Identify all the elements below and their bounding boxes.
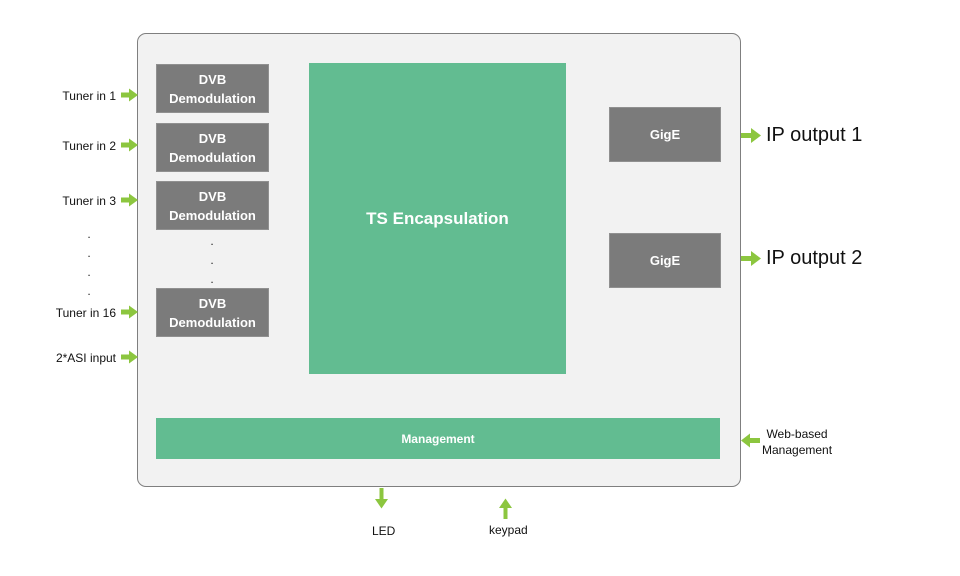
dvb-demod-block-1: DVB Demodulation xyxy=(156,64,269,113)
gige-block-2: GigE xyxy=(609,233,721,288)
ts-encapsulation-block: TS Encapsulation xyxy=(309,63,566,374)
asi-input-label: 2*ASI input xyxy=(55,351,116,365)
tuner-ellipsis: .... xyxy=(87,227,91,298)
dvb-demod-block-3: DVB Demodulation xyxy=(156,181,269,230)
management-label: Management xyxy=(401,431,475,446)
gige-label: GigE xyxy=(649,253,681,268)
ip-output-1-arrow-icon xyxy=(741,128,761,143)
gige-block-1: GigE xyxy=(609,107,721,162)
led-label: LED xyxy=(372,524,396,538)
keypad-label: keypad xyxy=(489,523,528,537)
tuner-in-1-arrow-icon xyxy=(121,88,138,102)
tuner-in-2-arrow-icon xyxy=(121,138,138,152)
demodulation-label: Demodulation xyxy=(169,314,256,330)
tuner-in-3-arrow-icon xyxy=(121,193,138,207)
dvb-label: DVB xyxy=(198,295,227,311)
gige-label: GigE xyxy=(649,127,681,142)
demodulation-label: Demodulation xyxy=(169,90,256,106)
dvb-label: DVB xyxy=(198,130,227,146)
ip-output-2-arrow-icon xyxy=(741,251,761,266)
dvb-demod-block-16: DVB Demodulation xyxy=(156,288,269,337)
management-block: Management xyxy=(156,418,720,459)
dvb-label: DVB xyxy=(198,188,227,204)
tuner-in-3-label: Tuner in 3 xyxy=(62,194,116,208)
keypad-arrow-icon xyxy=(499,498,512,519)
tuner-in-16-arrow-icon xyxy=(121,305,138,319)
demod-ellipsis: ... xyxy=(210,234,214,286)
tuner-in-1-label: Tuner in 1 xyxy=(62,89,116,103)
ts-encapsulation-label: TS Encapsulation xyxy=(366,208,509,228)
tuner-in-16-label: Tuner in 16 xyxy=(55,306,116,320)
dvb-label: DVB xyxy=(198,71,227,87)
web-management-arrow-icon xyxy=(741,433,760,448)
led-arrow-icon xyxy=(375,488,388,509)
ip-output-1-label: IP output 1 xyxy=(766,124,863,146)
web-management-label: Web-based Management xyxy=(762,427,833,457)
asi-input-arrow-icon xyxy=(121,350,138,364)
tuner-in-2-label: Tuner in 2 xyxy=(62,139,116,153)
demodulation-label: Demodulation xyxy=(169,207,256,223)
dvb-demod-block-2: DVB Demodulation xyxy=(156,123,269,172)
ip-output-2-label: IP output 2 xyxy=(766,247,863,269)
demodulation-label: Demodulation xyxy=(169,149,256,165)
